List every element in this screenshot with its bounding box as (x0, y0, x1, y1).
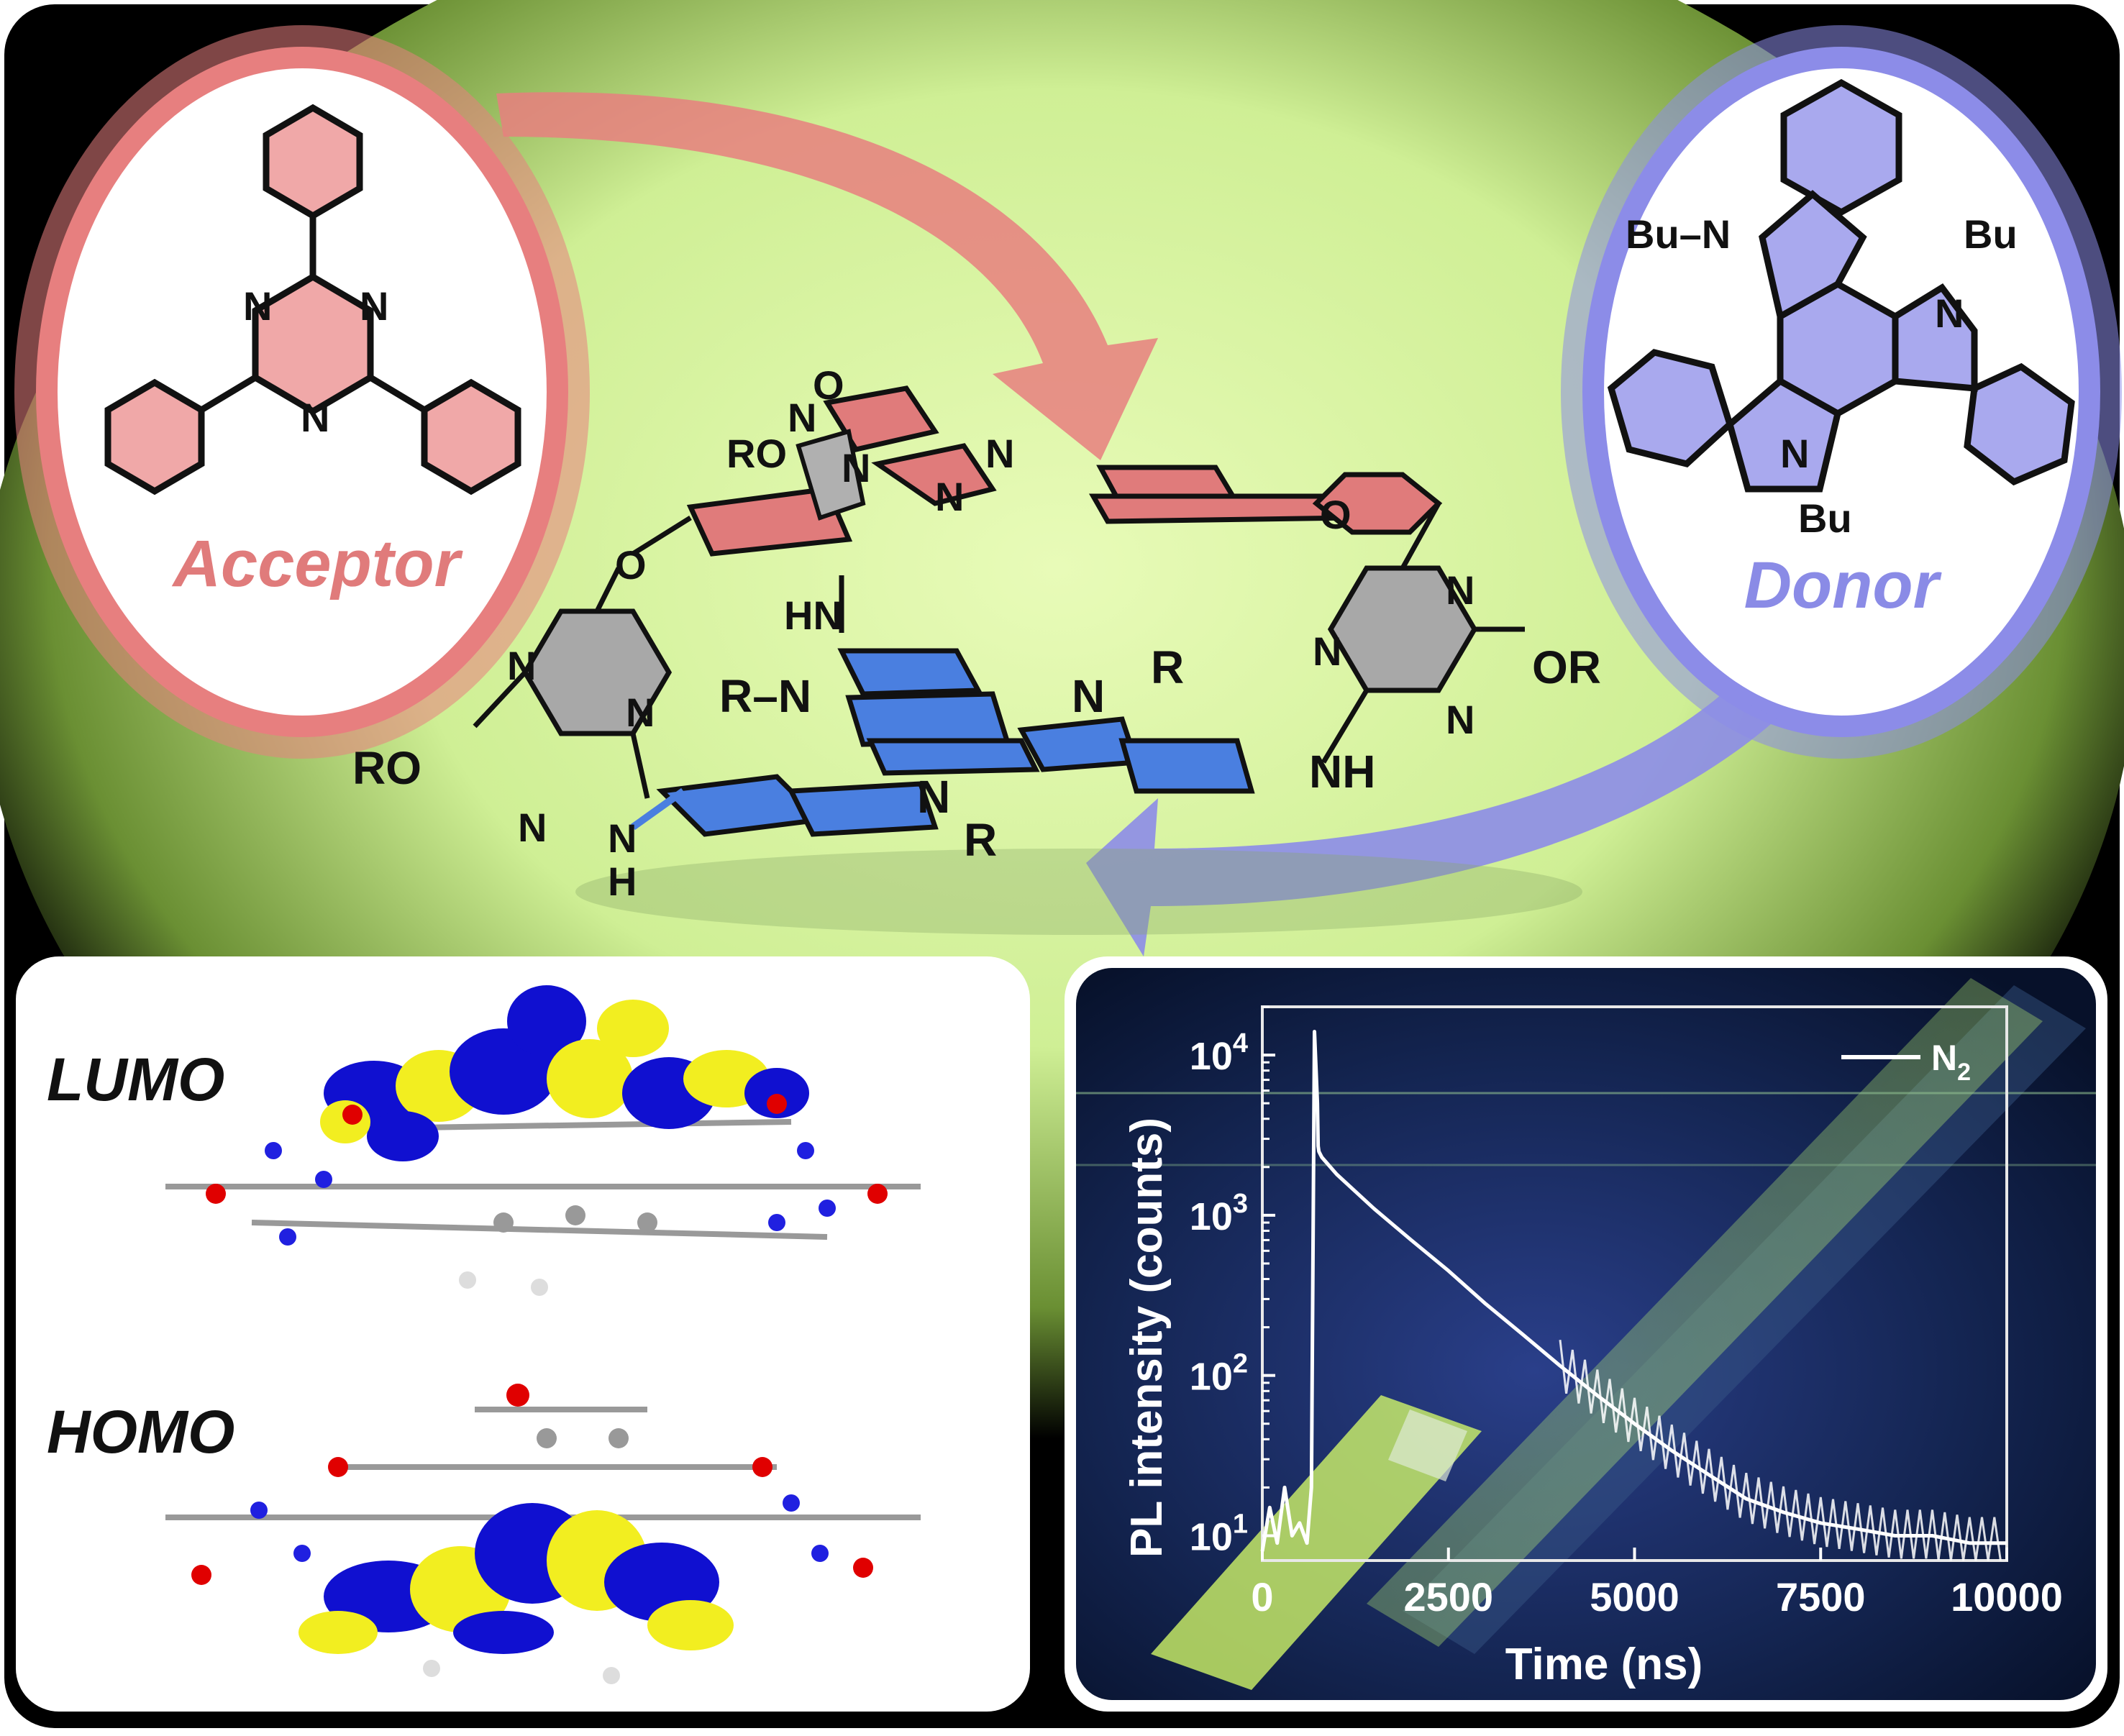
pl-plot-panel: 0 2500 5000 7500 10000 101 102 103 104 N2 PL inte… (1065, 956, 2107, 1712)
pl-decay-chart: 0 2500 5000 7500 10000 101 102 103 104 N2 (1190, 1005, 2063, 1619)
y-axis-label: PL intensity (counts) (1122, 1118, 1172, 1558)
acceptor-structure (104, 104, 521, 495)
x-tick-label-2: 5000 (1590, 1574, 1679, 1619)
macro-ro-upper: RO (726, 431, 787, 476)
macro-tri-right-n3: N (1446, 697, 1475, 742)
x-tick-label-4: 10000 (1951, 1574, 2063, 1619)
donor-arrow (1086, 690, 1777, 956)
decay-series-0 (1260, 1030, 2007, 1552)
lumo-molecule (165, 985, 921, 1296)
x-axis-label: Time (ns) (1505, 1640, 1703, 1689)
y-tick-label-3: 104 (1190, 1028, 1248, 1078)
y-tick-label-0: 101 (1190, 1509, 1248, 1558)
macrocycle-structure: O N RO N N N O O HN N N N RO N H R–N N R… (352, 362, 1601, 935)
acceptor-label: Acceptor (172, 527, 463, 600)
macro-n-top-small: N (788, 395, 816, 440)
homo-molecule (165, 1384, 921, 1684)
donor-bu-bottom: Bu (1798, 495, 1852, 541)
y-tick-label-1: 102 (1190, 1349, 1248, 1399)
macro-tri-left-n3: N (518, 805, 547, 850)
macro-or-right: OR (1532, 641, 1601, 693)
macro-hn-mid: HN (784, 593, 842, 638)
macro-tri-left-n1: N (507, 643, 536, 688)
macro-n-right: N (1072, 670, 1105, 722)
macro-o-top-left: O (813, 362, 844, 408)
macro-r-right: R (1151, 641, 1184, 693)
macro-tri-right-n1: N (1446, 567, 1475, 613)
macro-n-upper-2: N (985, 431, 1014, 476)
donor-structure (1607, 78, 2075, 493)
macro-nh-left-h: H (608, 859, 637, 904)
donor-bu-n-left: Bu–N (1626, 211, 1731, 257)
macro-tri-left-n2: N (626, 690, 655, 735)
macro-ro-left: RO (352, 742, 421, 794)
macro-r-n-left: R–N (719, 670, 811, 722)
decay-noise-0 (1559, 1340, 2002, 1561)
macro-n-upper-1: N (842, 445, 870, 490)
donor-n-bottom: N (1780, 431, 1809, 476)
macro-tri-right-n2: N (1313, 629, 1341, 674)
acceptor-arrow (496, 92, 1158, 460)
donor-n-right: N (1935, 291, 1964, 336)
macro-o-left: O (615, 542, 647, 588)
lumo-label: LUMO (47, 1046, 224, 1113)
macro-n-bottom: N (917, 771, 950, 823)
acceptor-n1: N (243, 283, 272, 329)
donor-panel: Bu–N N Bu N Bu Donor (1561, 25, 2122, 759)
orbitals-panel: LUMO HOMO (16, 956, 1030, 1712)
y-tick-label-2: 103 (1190, 1189, 1248, 1238)
acceptor-n3: N (301, 395, 329, 440)
macro-nh-left-n: N (608, 816, 637, 861)
macro-o-right: O (1320, 492, 1352, 537)
x-tick-label-1: 2500 (1403, 1574, 1493, 1619)
macro-n-upper-3: N (935, 474, 964, 519)
macro-r-bottom: R (964, 814, 997, 866)
acceptor-n2: N (360, 283, 388, 329)
homo-label: HOMO (47, 1398, 234, 1466)
macro-nh-right: NH (1309, 746, 1375, 798)
donor-label: Donor (1744, 549, 1942, 622)
donor-bu-right: Bu (1964, 211, 2018, 257)
x-tick-label-0: 0 (1251, 1574, 1273, 1619)
acceptor-panel: N N N Acceptor (14, 25, 590, 759)
legend-label: N2 (1931, 1038, 1971, 1086)
x-tick-label-3: 7500 (1776, 1574, 1866, 1619)
